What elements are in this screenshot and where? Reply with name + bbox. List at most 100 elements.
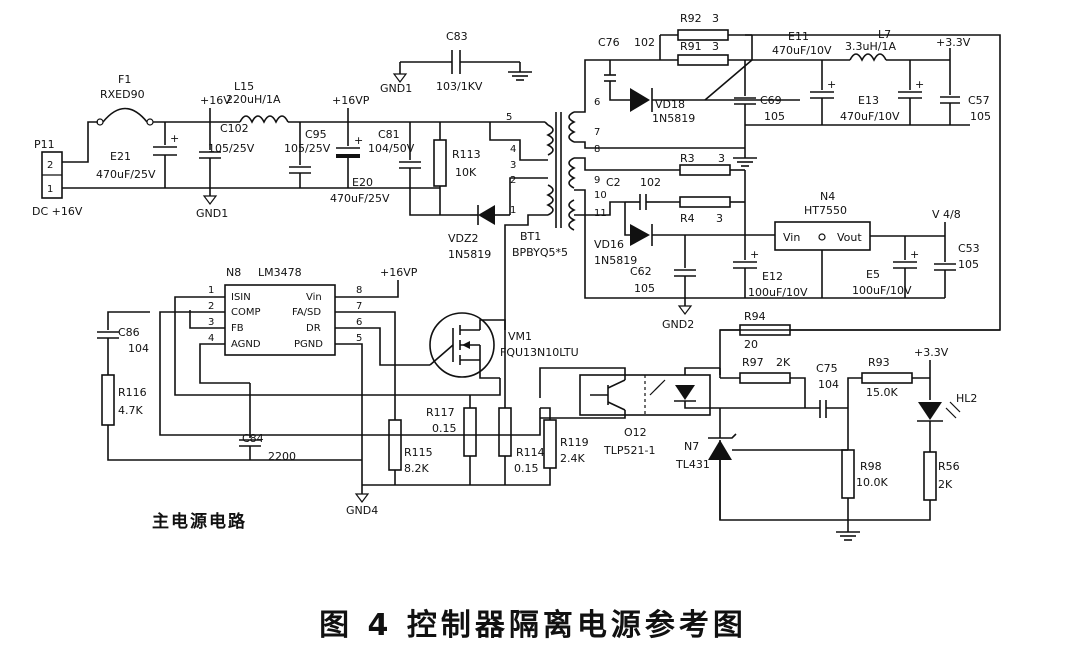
resistor-r93: R93 15.0K — [847, 356, 930, 408]
resistor-r117: R117 0.15 — [426, 395, 477, 485]
capacitor-c81: C81 104/50V — [368, 122, 470, 216]
c57-label: C57 — [968, 94, 990, 107]
r97-label: R97 — [742, 356, 764, 369]
r3-value: 3 — [718, 152, 725, 165]
ground-gnd4: GND4 — [346, 488, 378, 517]
capacitor-c86: C86 104 — [97, 311, 150, 375]
c62-value: 105 — [634, 282, 655, 295]
e11-label: E11 — [788, 30, 809, 43]
r91-label: R91 — [680, 40, 702, 53]
n4-vin-label: Vin — [783, 231, 800, 244]
r91-value: 3 — [712, 40, 719, 53]
p11-pin2-label: 2 — [47, 160, 53, 171]
e11-value: 470uF/10V — [772, 44, 832, 57]
capacitor-c62: C62 105 — [630, 235, 696, 298]
vd18-label: VD18 — [655, 98, 685, 111]
r4-label: R4 — [680, 212, 695, 225]
bt1-pin7: 7 — [594, 127, 600, 138]
e20-value: 470uF/25V — [330, 192, 390, 205]
capacitor-c83: C83 103/1KV — [399, 30, 532, 93]
svg-text:+: + — [910, 248, 919, 261]
resistor-r3: R3 3 — [679, 152, 745, 176]
gnd4-label: GND4 — [346, 504, 378, 517]
ground-gnd1-left: GND1 — [196, 188, 228, 220]
r116-value: 4.7K — [118, 404, 143, 417]
bt1-pin6: 6 — [594, 97, 600, 108]
optocoupler-o12: O12 TLP521-1 — [579, 374, 711, 457]
connector-p11: P11 2 1 DC +16V — [32, 138, 83, 218]
o12-value: TLP521-1 — [603, 444, 655, 457]
o12-label: O12 — [624, 426, 647, 439]
diode-vd16: VD16 1N5819 — [594, 202, 775, 267]
n8-pin-agnd: AGND — [231, 339, 261, 350]
n4-label: N4 — [820, 190, 835, 203]
capacitor-c57: C57 105 — [940, 60, 991, 125]
resistor-r97: R97 2K — [720, 356, 806, 408]
c76-value: 102 — [634, 36, 655, 49]
bt1-pin11: 11 — [594, 208, 607, 219]
c83-label: C83 — [446, 30, 468, 43]
gnd1-left-label: GND1 — [196, 207, 228, 220]
vd18-value: 1N5819 — [652, 112, 695, 125]
n8-pin5: 5 — [356, 333, 362, 344]
c86-label: C86 — [118, 326, 140, 339]
c83-value: 103/1KV — [436, 80, 483, 93]
ground-gnd2: GND2 — [662, 298, 694, 331]
n8-pin-pgnd: PGND — [294, 339, 323, 350]
n8-pin2: 2 — [208, 301, 214, 312]
p11-label: P11 — [34, 138, 55, 151]
diode-vd18: VD18 1N5819 — [609, 81, 800, 125]
capacitor-e5: + E5 100uF/10V — [852, 236, 919, 298]
bt1-pin3: 3 — [510, 160, 516, 171]
c62-label: C62 — [630, 265, 652, 278]
n8-pin-comp: COMP — [231, 307, 261, 318]
bt1-pin4: 4 — [510, 144, 516, 155]
c75-label: C75 — [816, 362, 838, 375]
n8-pin-fasd: FA/SD — [292, 307, 321, 318]
n8-value: LM3478 — [258, 266, 302, 279]
l7-value: 3.3uH/1A — [845, 40, 896, 53]
hl2-label: HL2 — [956, 392, 977, 405]
r115-value: 8.2K — [404, 462, 429, 475]
c81-label: C81 — [378, 128, 400, 141]
svg-text:+: + — [354, 134, 363, 147]
svg-text:+: + — [750, 248, 759, 261]
vdz2-value: 1N5819 — [448, 248, 491, 261]
r93-label: R93 — [868, 356, 890, 369]
n8-pin-fb: FB — [231, 323, 244, 334]
net-16v-label: +16V — [200, 94, 231, 107]
c81-value: 104/50V — [368, 142, 415, 155]
wire-3v3-feedback — [719, 34, 1001, 375]
resistor-r119: R119 2.4K — [362, 407, 589, 486]
bt1-pin5: 5 — [506, 112, 512, 123]
c102-value: 105/25V — [208, 142, 255, 155]
c69-label: C69 — [760, 94, 782, 107]
e12-value: 100uF/10V — [748, 286, 808, 299]
resistor-r115: R115 8.2K — [388, 419, 433, 485]
resistor-r116: R116 4.7K — [101, 374, 362, 461]
r92-value: 3 — [712, 12, 719, 25]
bt1-pin8: 8 — [594, 144, 600, 155]
l15-value: 220uH/1A — [226, 93, 281, 106]
section-title: 主电源电路 — [152, 512, 247, 532]
l15-label: L15 — [234, 80, 254, 93]
resistor-r94: R94 20 — [720, 310, 1000, 351]
c84-value: 2200 — [268, 450, 296, 463]
vm1-label: VM1 — [508, 330, 532, 343]
n8-pin-vin: Vin — [306, 292, 322, 303]
r94-label: R94 — [744, 310, 766, 323]
n4-value: HT7550 — [804, 204, 847, 217]
n8-pin1: 1 — [208, 285, 214, 296]
capacitor-e12: + E12 100uF/10V — [733, 235, 808, 299]
gnd2-label: GND2 — [662, 318, 694, 331]
capacitor-c102: C102 105/25V — [199, 122, 255, 188]
ground-c69 — [733, 148, 757, 167]
wire-sec2-gnd — [574, 189, 945, 299]
n8-pin-isin: ISIN — [231, 292, 251, 303]
e20-label: E20 — [352, 176, 373, 189]
ground-gnd1-top: GND1 — [380, 73, 412, 95]
capacitor-c75: C75 104 — [816, 362, 848, 418]
c2-label: C2 — [606, 176, 621, 189]
n8-pin4: 4 — [208, 333, 214, 344]
